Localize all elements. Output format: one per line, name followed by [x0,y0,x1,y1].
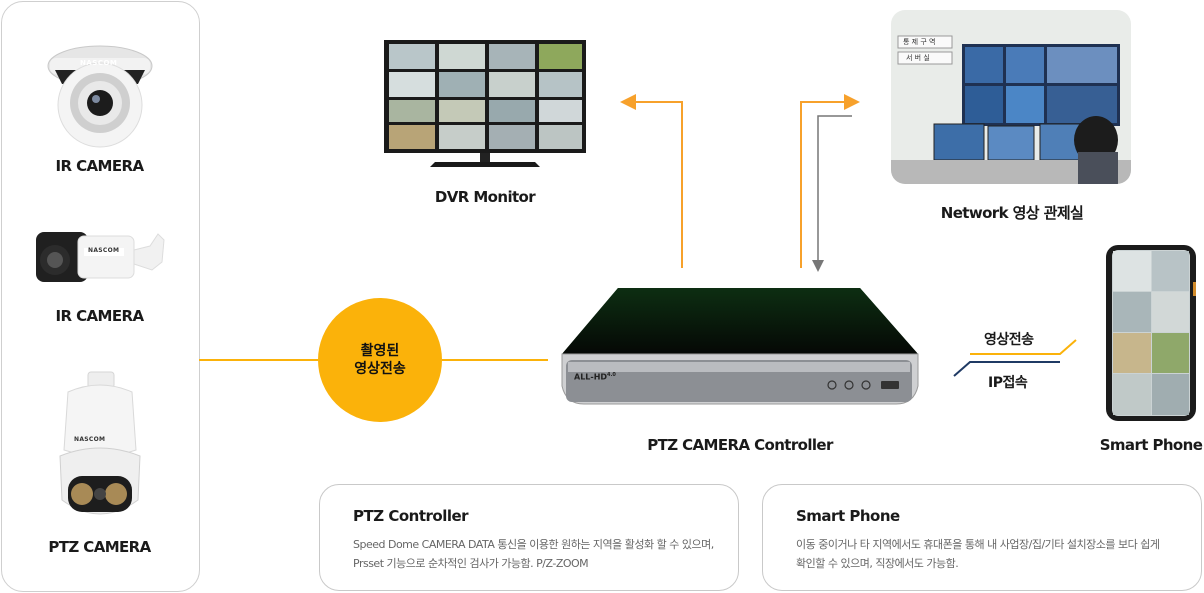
arrow-to-dvr [620,94,683,268]
ptz-controller-info-text: Speed Dome CAMERA DATA 통신을 이용한 원하는 지역을 활… [353,535,714,573]
smartphone-label: Smart Phone [1099,436,1203,454]
controller-brand-sup: 4.0 [607,372,616,378]
controller-brand: ALL-HD4.0 [574,372,616,382]
line-ip-access [953,361,1060,377]
arrow-to-network [800,94,860,268]
smartphone-info-text: 이동 중이거나 타 지역에서도 휴대폰을 통해 내 사업장/집/기타 설치장소를… [796,535,1160,573]
ptz-controller-label: PTZ CAMERA Controller [647,436,833,454]
ir-camera-label-2: IR CAMERA [55,307,145,325]
ip-access-label: IP접속 [988,375,1028,391]
controller-brand-name: ALL-HD [574,372,608,382]
ptz-camera-brand: NASCOM [74,436,106,443]
dvr-monitor-label: DVR Monitor [434,188,536,206]
smartphone-info-box: Smart Phone 이동 중이거나 타 지역에서도 휴대폰을 통해 내 사업… [762,484,1202,591]
smartphone-info-line-1: 이동 중이거나 타 지역에서도 휴대폰을 통해 내 사업장/집/기타 설치장소를… [796,538,1160,551]
smartphone-info-line-2: 확인할 수 있으며, 직장에서도 가능함. [796,557,959,570]
dome-camera-brand: NASCOM [80,59,118,67]
line-video-transfer [970,339,1077,355]
circle-line-1: 촬영된 [360,343,400,359]
ptz-controller-info-line-1: Speed Dome CAMERA DATA 통신을 이용한 원하는 지역을 활… [353,538,714,551]
ir-camera-label-1: IR CAMERA [55,157,145,175]
arrow-from-network [812,115,852,272]
smartphone-info-title: Smart Phone [796,507,900,525]
network-sign-2: 서 버 실 [906,54,930,62]
ptz-camera-label: PTZ CAMERA [48,538,151,556]
bullet-camera-brand: NASCOM [88,247,120,254]
video-transfer-label: 영상전송 [984,332,1034,348]
ptz-controller-info-line-2: Prsset 기능으로 순차적인 검사가 가능함. P/Z-ZOOM [353,557,589,570]
ptz-controller-info-title: PTZ Controller [353,507,469,525]
network-sign-1: 통 제 구 역 [903,38,936,46]
ptz-controller-info-box: PTZ Controller Speed Dome CAMERA DATA 통신… [319,484,739,591]
video-transfer-circle: 촬영된 영상전송 [318,298,442,422]
network-room-label: Network 영상 관제실 [940,204,1084,222]
circle-line-2: 영상전송 [354,361,406,377]
